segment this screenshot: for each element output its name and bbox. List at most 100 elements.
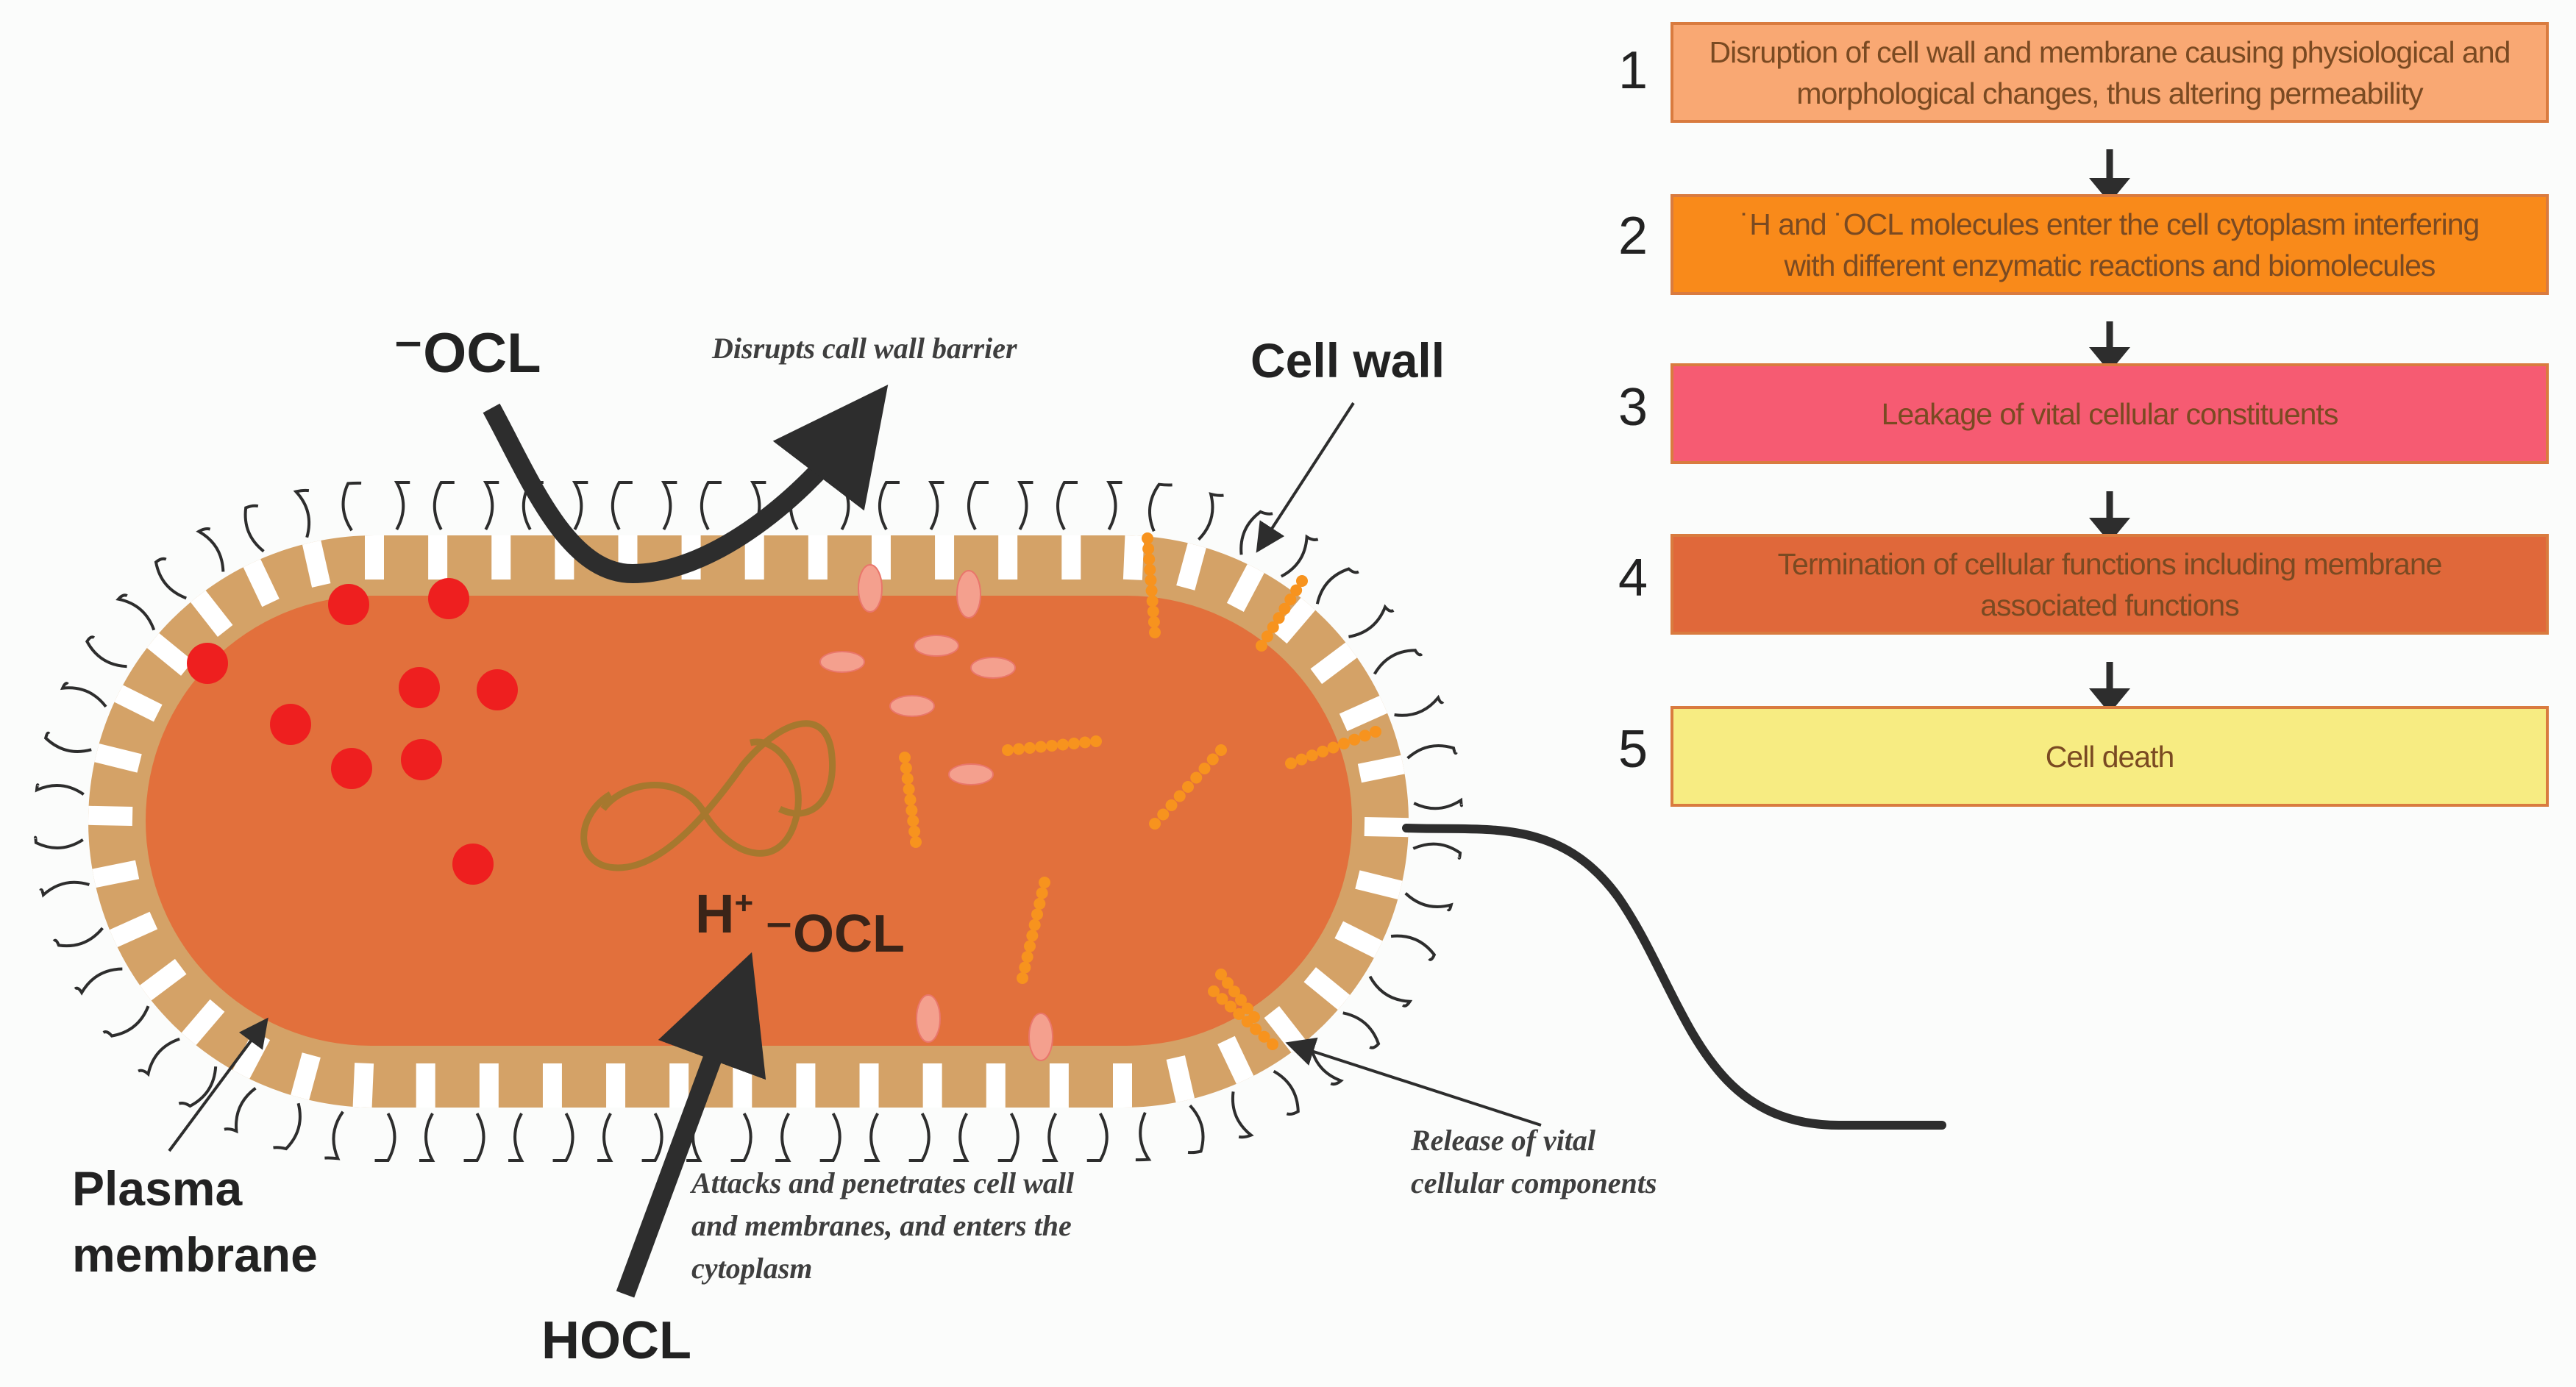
hocl-label: HOCL xyxy=(541,1311,691,1370)
pilus xyxy=(1342,1011,1381,1049)
chain-bead xyxy=(907,815,919,827)
pilus xyxy=(102,1005,150,1038)
chain-bead xyxy=(1144,563,1156,576)
chain-bead xyxy=(1206,753,1219,766)
red-dot xyxy=(399,667,440,708)
pilus xyxy=(39,880,90,898)
step-2-line-1: ˙H and ˙OCL molecules enter the cell cyt… xyxy=(1740,207,2480,241)
flow-arrow-head xyxy=(2089,518,2130,543)
chain-bead xyxy=(1256,640,1267,652)
attacks-annotation-3: cytoplasm xyxy=(691,1252,813,1285)
wall-gap xyxy=(491,535,511,580)
chain-bead xyxy=(1273,612,1285,624)
chain-bead xyxy=(1028,919,1041,931)
chain-bead xyxy=(1190,771,1203,784)
chain-bead xyxy=(1035,741,1047,753)
pilus xyxy=(552,1113,574,1163)
vesicles-group xyxy=(819,564,1053,1061)
pilus xyxy=(597,1113,613,1163)
chain-bead xyxy=(899,752,911,763)
pilus xyxy=(35,783,85,796)
wall-gap xyxy=(922,1063,942,1108)
step-5-line-1: Cell death xyxy=(2045,739,2175,774)
cell-wall-pointer xyxy=(1256,402,1355,553)
red-dot xyxy=(428,578,469,619)
chain-bead xyxy=(1348,733,1361,746)
pilus xyxy=(224,1087,257,1134)
dna-strand xyxy=(580,720,836,871)
step-box-3: Leakage of vital cellular constituents xyxy=(1671,363,2549,464)
pilus xyxy=(374,1113,396,1163)
wall-gap xyxy=(606,1063,626,1108)
flow-arrow-head xyxy=(2089,688,2130,713)
chain-bead xyxy=(1235,994,1247,1006)
pilus xyxy=(700,481,722,530)
hocl-arrow xyxy=(616,952,766,1298)
vesicle xyxy=(914,635,959,657)
chain-bead xyxy=(1215,744,1227,756)
chain-bead xyxy=(1033,897,1046,910)
wall-gap xyxy=(365,535,384,580)
red-dot xyxy=(270,704,311,745)
cytoplasm xyxy=(146,596,1352,1046)
wall-gap xyxy=(1049,1063,1069,1108)
plasma-membrane-label-2: membrane xyxy=(72,1227,318,1282)
wall-gap xyxy=(733,1063,752,1108)
step-4-line-2: associated functions xyxy=(1980,588,2240,622)
red-dot xyxy=(401,739,442,780)
pilus xyxy=(138,1037,180,1077)
step-3-line-1: Leakage of vital cellular constituents xyxy=(1881,396,2339,431)
pilus xyxy=(115,593,156,631)
pilus xyxy=(1406,744,1458,760)
wall-gap xyxy=(279,1052,321,1108)
step-text-3: Leakage of vital cellular constituents xyxy=(1881,393,2339,435)
chain-bead xyxy=(1145,574,1157,586)
red-dot xyxy=(477,669,518,710)
chain-bead xyxy=(901,772,914,785)
wall-gap xyxy=(859,1063,879,1108)
chain-bead xyxy=(1337,738,1350,750)
chain-bead xyxy=(1079,736,1091,749)
step-1-line-2: morphological changes, thus altering per… xyxy=(1796,76,2423,110)
wall-gap xyxy=(986,1063,1006,1108)
pilus xyxy=(52,927,104,948)
pilus xyxy=(463,1113,485,1163)
chain-bead xyxy=(1017,972,1028,984)
pilus xyxy=(1412,842,1462,860)
wall-gap xyxy=(935,535,955,580)
chain-bead xyxy=(1327,741,1339,754)
pilus xyxy=(483,481,499,530)
step-box-4: Termination of cellular functions includ… xyxy=(1671,534,2549,635)
step-number-1: 1 xyxy=(1618,41,1648,100)
red-dot xyxy=(331,748,372,789)
pilus xyxy=(661,481,677,530)
pilus xyxy=(1187,1104,1205,1155)
pilus xyxy=(997,1113,1020,1163)
h-plus-base: H xyxy=(695,883,735,944)
chain-bead xyxy=(1228,985,1240,998)
pilus xyxy=(1273,1069,1300,1116)
vesicle xyxy=(948,763,994,785)
release-annotation-2: cellular components xyxy=(1411,1166,1657,1199)
chain-bead xyxy=(1317,745,1329,757)
pilus xyxy=(293,488,311,538)
pilus xyxy=(1404,892,1454,912)
step-number-3: 3 xyxy=(1618,378,1648,437)
chain-bead xyxy=(900,762,912,774)
pilus xyxy=(74,967,123,996)
plasma-membrane-pointer xyxy=(168,1017,268,1152)
pilus xyxy=(273,1102,302,1151)
pilus xyxy=(1280,534,1319,578)
chain-bead xyxy=(1021,951,1033,963)
pilus xyxy=(1231,1091,1254,1139)
vesicle xyxy=(916,994,941,1043)
chain-bead xyxy=(1046,740,1058,752)
step-number-4: 4 xyxy=(1618,549,1648,607)
chain-bead xyxy=(1290,584,1303,596)
pilus xyxy=(730,1113,752,1163)
wall-gap xyxy=(1357,746,1409,783)
vesicle xyxy=(1028,1013,1053,1061)
pilus xyxy=(775,1113,791,1163)
